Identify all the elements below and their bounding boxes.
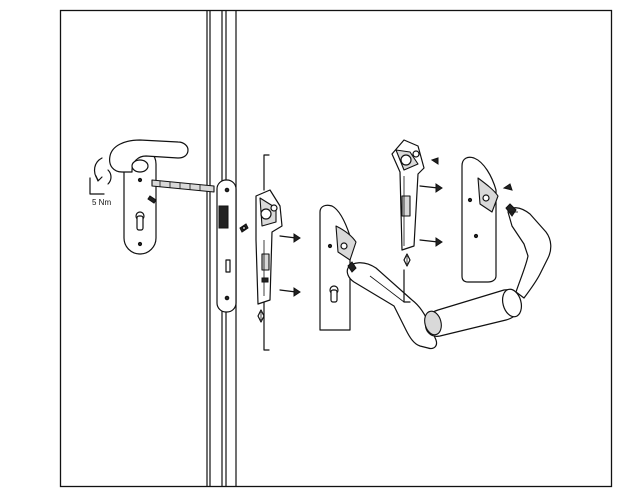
allen-key-icon: [89, 177, 105, 195]
lever-handle-assembly: [109, 139, 215, 255]
lever-arm: [109, 139, 189, 173]
escutcheon-plate: [319, 204, 357, 331]
escutcheon-plate-right: [461, 156, 513, 283]
latch-bolt: [218, 205, 229, 229]
lock-faceplate: [216, 179, 237, 313]
push-bar-lever: [346, 261, 438, 350]
spindle: [151, 179, 215, 193]
torque-annotation: 5 Nm: [89, 157, 112, 207]
push-bar-tube: [424, 288, 523, 337]
mortise-lock: [216, 179, 249, 313]
torque-label: 5 Nm: [92, 198, 111, 207]
figure-border: [59, 9, 613, 488]
panic-mechanism-right: [391, 139, 443, 303]
panic-mechanism-left: [255, 154, 301, 351]
push-bar-lever-right: [505, 203, 552, 299]
